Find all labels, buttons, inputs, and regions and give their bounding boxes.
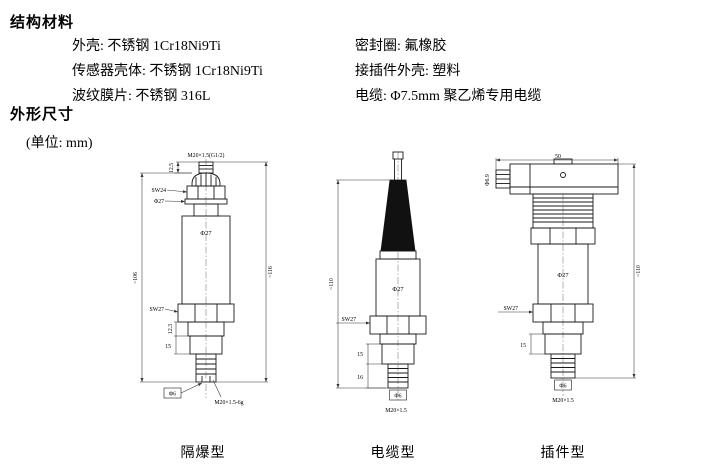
materials-table: 外壳: 不锈钢 1Cr18Ni9Ti 密封圈: 氟橡胶 传感器壳体: 不锈钢 1…	[72, 34, 541, 109]
dim-port-diameter-label: Φ6	[394, 394, 401, 400]
threaded-stud	[387, 363, 409, 389]
drawing-caption-plug: 插件型	[540, 446, 586, 461]
drawing-flameproof-svg: M20×1.5(G1/2) Φ27 SW24 Φ27 SW27 12.5 ~	[133, 152, 274, 406]
material-cable: 电缆: Φ7.5mm 聚乙烯专用电缆	[355, 89, 542, 104]
dim-height-right-label: ~110	[636, 265, 642, 277]
threaded-stud	[195, 353, 217, 383]
din-connector	[509, 158, 619, 195]
dimensions: M20×1.5(G1/2) Φ27 SW24 Φ27 SW27 12.5 ~	[133, 152, 274, 406]
dim-body-diameter-label: Φ27	[557, 272, 569, 279]
ribbed-adapter	[532, 193, 594, 229]
dim-block-height-label: 15	[520, 343, 526, 349]
material-row: 波纹膜片: 不锈钢 316L 电缆: Φ7.5mm 聚乙烯专用电缆	[72, 84, 541, 109]
dim-body-diameter-label: Φ27	[392, 286, 404, 293]
dim-block-height-label: 15	[165, 344, 171, 350]
dim-cap-height-label: 12.5	[169, 163, 175, 173]
dim-height-right-label: ~116	[268, 266, 274, 278]
dim-sw24-label: SW24	[152, 188, 167, 194]
dim-neck-height-label: 12.3	[168, 324, 174, 334]
material-shell: 外壳: 不锈钢 1Cr18Ni9Ti	[72, 39, 221, 54]
material-row: 传感器壳体: 不锈钢 1Cr18Ni9Ti 接插件外壳: 塑料	[72, 59, 541, 84]
outline-section-title: 外形尺寸	[10, 107, 75, 123]
material-seal-ring: 密封圈: 氟橡胶	[355, 39, 447, 54]
protective-cap	[191, 172, 221, 187]
material-connector-shell: 接插件外壳: 塑料	[355, 64, 461, 79]
dimensions: Φ27 SW27 15 16 Φ6 M20×1.5	[329, 179, 407, 414]
dim-connector-width-label: 50	[555, 154, 561, 160]
dim-block-height-label: 15	[357, 352, 363, 358]
material-sensor-housing: 传感器壳体: 不锈钢 1Cr18Ni9Ti	[72, 64, 263, 79]
material-diaphragm: 波纹膜片: 不锈钢 316L	[72, 89, 211, 104]
dim-bottom-thread-label: M20×1.5	[385, 408, 407, 414]
drawings-row: M20×1.5(G1/2) Φ27 SW24 Φ27 SW27 12.5 ~	[0, 150, 721, 472]
drawing-cable: Φ27 SW27 15 16 Φ6 M20×1.5	[318, 150, 468, 462]
materials-section-title: 结构材料	[10, 15, 75, 31]
dim-cable-entry-label: Φ6.9	[485, 174, 491, 186]
dim-sw27-label: SW27	[342, 317, 357, 323]
dim-sw27-label: SW27	[504, 306, 519, 312]
dim-height-left-label: ~110	[329, 278, 335, 290]
cable-gland	[495, 169, 511, 189]
drawing-flameproof: M20×1.5(G1/2) Φ27 SW24 Φ27 SW27 12.5 ~	[128, 150, 278, 462]
dim-sw27-label: SW27	[150, 307, 165, 313]
drawing-plug: 50 Φ6.9 Φ27 SW27 15 Φ6 M20×1.5 ~110	[478, 150, 648, 462]
dim-port-diameter-label: Φ6	[559, 384, 566, 390]
dim-body-diameter-label: Φ27	[200, 230, 212, 237]
dim-cap-diameter-label: Φ27	[154, 199, 164, 205]
dim-bottom-thread-label: M20×1.5-6g	[214, 400, 243, 406]
drawing-caption-flameproof: 隔爆型	[180, 446, 226, 461]
drawing-plug-svg: 50 Φ6.9 Φ27 SW27 15 Φ6 M20×1.5 ~110	[485, 154, 642, 404]
material-row: 外壳: 不锈钢 1Cr18Ni9Ti 密封圈: 氟橡胶	[72, 34, 541, 59]
unit-note: (单位: mm)	[26, 136, 93, 151]
dimensions: 50 Φ6.9 Φ27 SW27 15 Φ6 M20×1.5 ~110	[485, 154, 642, 404]
drawing-caption-cable: 电缆型	[370, 446, 416, 461]
cable	[392, 151, 404, 180]
dim-top-thread-label: M20×1.5(G1/2)	[188, 152, 225, 159]
drawing-cable-svg: Φ27 SW27 15 16 Φ6 M20×1.5	[329, 151, 427, 414]
threaded-stud	[550, 353, 576, 379]
dim-port-diameter-label: Φ6	[169, 392, 176, 398]
cable-boot	[380, 179, 416, 252]
dim-stud-length-label: 16	[357, 375, 363, 381]
dim-bottom-thread-label: M20×1.5	[552, 398, 574, 404]
dim-height-left-label: ~106	[133, 272, 139, 284]
